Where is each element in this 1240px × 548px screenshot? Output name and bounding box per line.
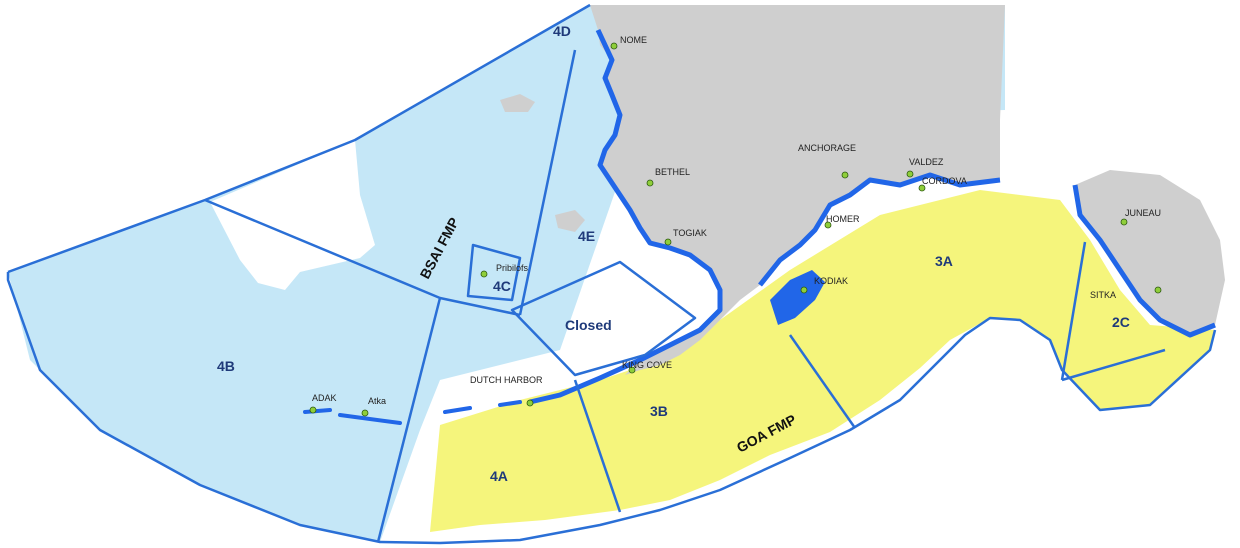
land-southeast (1075, 170, 1225, 335)
svg-text:KING COVE: KING COVE (622, 360, 672, 370)
boundary-closed (510, 260, 697, 377)
st-lawrence-island (500, 94, 535, 112)
kodiak-island (770, 270, 825, 325)
svg-text:KODIAK: KODIAK (814, 276, 848, 286)
svg-text:SITKA: SITKA (1090, 290, 1116, 300)
zone-label-4e: 4E (578, 228, 595, 244)
city-togiak: TOGIAK (664, 228, 707, 246)
boundary-4c (466, 243, 522, 302)
coastline-southeast (1072, 184, 1216, 338)
city-adak: ADAK (309, 393, 337, 414)
city-cordova: CORDOVA (918, 176, 967, 192)
svg-text:BETHEL: BETHEL (655, 167, 690, 177)
boundary-3b-3a (788, 334, 857, 429)
bsai-water-area (8, 5, 1005, 542)
boundary-4d-4e (518, 49, 577, 316)
land-mass (590, 5, 1005, 375)
zone-boundaries (6, 3, 1217, 545)
boundary-4b-4a (376, 297, 442, 543)
svg-text:VALDEZ: VALDEZ (909, 157, 944, 167)
zone-label-3b: 3B (650, 403, 668, 419)
svg-text:NOME: NOME (620, 35, 647, 45)
city-valdez: VALDEZ (906, 157, 944, 178)
city-king-cove: KING COVE (622, 360, 672, 374)
svg-text:ANCHORAGE: ANCHORAGE (798, 143, 856, 153)
nunivak-island (555, 210, 585, 232)
zone-label-3a: 3A (935, 253, 953, 269)
zone-label-4c: 4C (493, 278, 511, 294)
boundary-4a-3b (573, 379, 622, 513)
zone-label-4b: 4B (217, 358, 235, 374)
aleutian-islands (303, 400, 522, 425)
svg-text:Pribilofs: Pribilofs (496, 263, 529, 273)
boundary-3a-2c (1060, 241, 1087, 381)
zone-label-4a: 4A (490, 468, 508, 484)
svg-text:DUTCH HARBOR: DUTCH HARBOR (470, 375, 543, 385)
outer-eez-boundary (6, 3, 1217, 545)
svg-text:JUNEAU: JUNEAU (1125, 208, 1161, 218)
zone-label-closed: Closed (565, 317, 612, 333)
city-nome: NOME (610, 35, 647, 50)
goa-fmp-area (430, 190, 1215, 532)
svg-text:HOMER: HOMER (826, 214, 860, 224)
city-homer: HOMER (824, 214, 860, 229)
city-pribilofs: Pribilofs (480, 263, 529, 278)
city-kodiak: KODIAK (800, 276, 848, 294)
svg-text:TOGIAK: TOGIAK (673, 228, 707, 238)
city-atka: Atka (361, 396, 386, 417)
boundary-2c-south (1061, 348, 1166, 382)
svg-text:Atka: Atka (368, 396, 386, 406)
city-anchorage: ANCHORAGE (798, 143, 856, 179)
svg-text:ADAK: ADAK (312, 393, 337, 403)
city-sitka: SITKA (1090, 286, 1162, 300)
city-juneau: JUNEAU (1120, 208, 1161, 226)
svg-text:CORDOVA: CORDOVA (922, 176, 967, 186)
city-dutch-harbor: DUTCH HARBOR (470, 375, 543, 407)
city-bethel: BETHEL (646, 167, 690, 187)
zone-label-2c: 2C (1112, 314, 1130, 330)
zone-label-4d: 4D (553, 23, 571, 39)
coastline-gulf (758, 172, 1001, 287)
coastline (529, 28, 723, 405)
